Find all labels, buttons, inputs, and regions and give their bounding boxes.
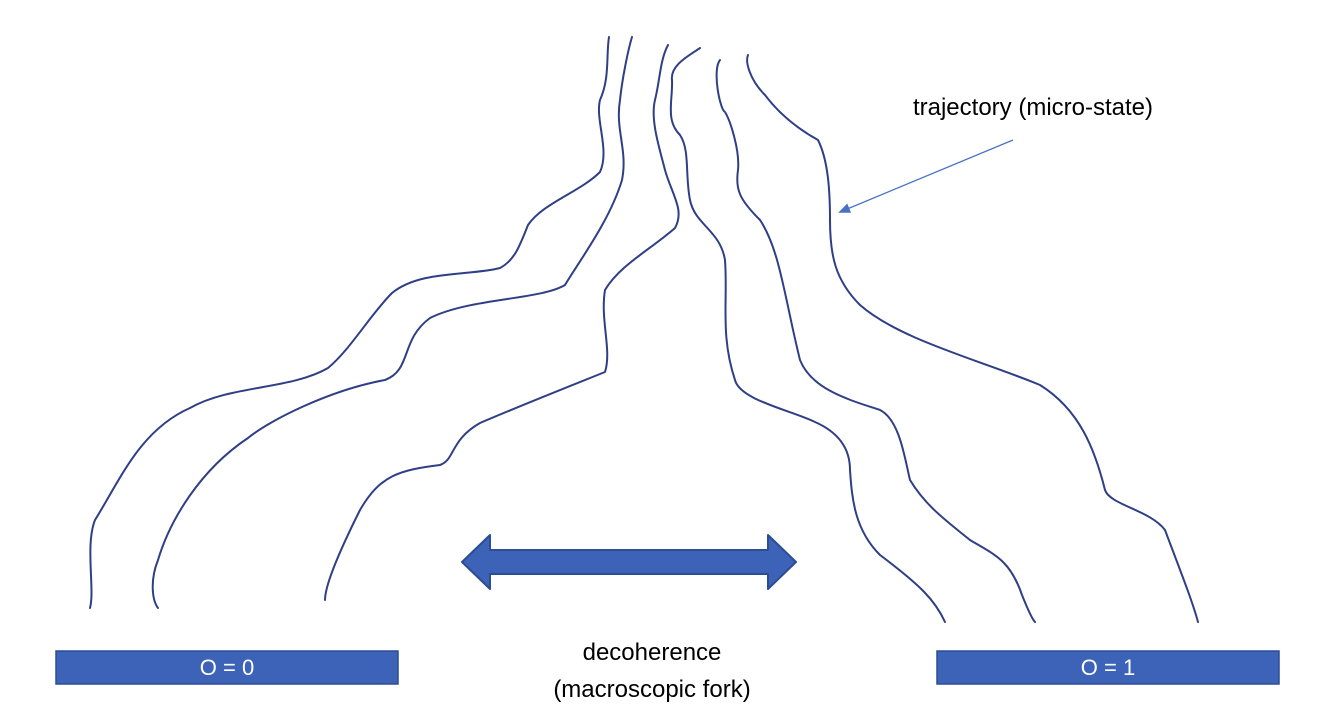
outcome-box-left-shape <box>55 650 399 685</box>
trajectory-line <box>151 36 633 609</box>
trajectory-line <box>746 54 1199 623</box>
pointer-arrow-icon <box>838 139 1014 213</box>
trajectory-line <box>669 47 946 623</box>
trajectory-label: trajectory (micro-state) <box>913 94 1153 121</box>
double-headed-arrow-icon <box>461 534 797 590</box>
outcome-box-right-label: O = 1 <box>1081 655 1135 680</box>
outcome-box-left: O = 0 <box>55 650 399 685</box>
trajectory-line <box>324 44 680 601</box>
trajectory-line <box>715 59 1036 623</box>
outcome-box-right: O = 1 <box>936 650 1280 685</box>
trajectory-line <box>89 36 610 609</box>
decoherence-label: decoherence <box>583 639 722 666</box>
decoherence-sublabel: (macroscopic fork) <box>553 676 750 703</box>
outcome-box-left-label: O = 0 <box>200 655 254 680</box>
outcome-box-right-shape <box>936 650 1280 685</box>
